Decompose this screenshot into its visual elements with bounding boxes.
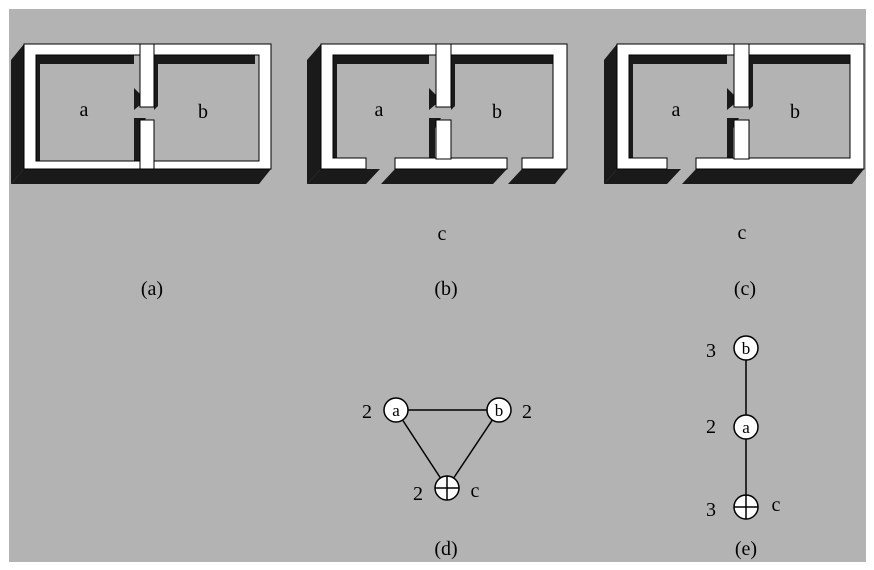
caption-e: (e) (734, 538, 758, 560)
graph-d-edge-a-c (395, 409, 448, 489)
graph-d-edge-b-c (446, 409, 500, 489)
graph-d: a b (383, 397, 512, 501)
floorplan-b-shadow (307, 44, 567, 184)
caption-b: (b) (434, 278, 458, 300)
graph-d-node-a (383, 397, 409, 423)
caption-a: (a) (140, 278, 164, 300)
floorplan-c-outside-label: c (737, 222, 747, 244)
graph-d-node-c (434, 475, 460, 501)
floorplan-c-room-a-label: a (671, 99, 681, 121)
floorplan-b-room-b-label: b (492, 101, 502, 123)
graph-e-node-c-degree: 3 (706, 499, 716, 521)
floorplan-a-room-b-label: b (198, 101, 208, 123)
floorplan-b-outside-label: c (437, 223, 447, 245)
graph-e-node-c (733, 494, 759, 520)
floorplan-c-room-b-label: b (790, 101, 800, 123)
caption-c: (c) (733, 278, 757, 300)
floorplan-b-room-a-label: a (374, 99, 384, 121)
graph-e-node-b (733, 335, 759, 361)
graph-d-node-b-label: b (495, 401, 504, 420)
floorplan-c-shadow (604, 44, 864, 184)
floorplan-a-shadow (11, 44, 271, 184)
graph-d-node-c-label: c (470, 480, 480, 502)
graph-e-node-b-label: b (742, 339, 751, 358)
floorplan-b (307, 43, 568, 184)
graph-e-node-a (733, 414, 759, 440)
graph-e-node-b-degree: 3 (706, 340, 716, 362)
floorplan-c (604, 43, 865, 184)
graph-d-node-a-label: a (392, 401, 400, 420)
graph-d-node-b-degree: 2 (522, 401, 532, 423)
graph-e-node-a-label: a (742, 418, 750, 437)
floorplan-a (11, 43, 272, 184)
graph-e-node-a-degree: 2 (706, 416, 716, 438)
graph-e-node-c-label: c (771, 494, 781, 516)
graph-d-node-b (486, 397, 512, 423)
graph-d-node-c-degree: 2 (413, 483, 423, 505)
floorplan-a-room-a-label: a (79, 99, 89, 121)
graph-d-node-a-degree: 2 (362, 401, 372, 423)
caption-d: (d) (434, 538, 458, 560)
graph-e: b a (733, 335, 759, 520)
